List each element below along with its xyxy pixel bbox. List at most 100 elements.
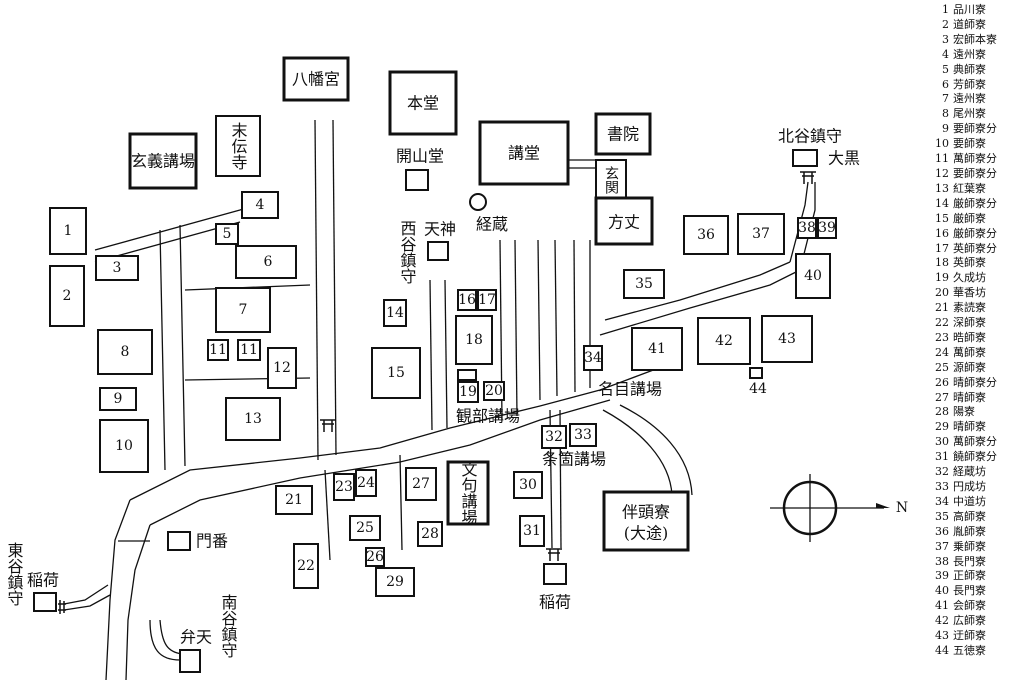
legend-name: 品川寮 <box>953 3 986 16</box>
building-25[interactable] <box>349 515 381 541</box>
building-36-label: 36 <box>697 227 715 243</box>
legend-name: 厳師寮分 <box>953 196 997 210</box>
compass: N <box>770 474 908 542</box>
legend-name: 五徳寮 <box>953 643 986 657</box>
building-17-label: 17 <box>478 292 496 308</box>
legend-name: 晴師寮分 <box>953 375 997 389</box>
hojo-building <box>594 196 654 246</box>
building-36[interactable] <box>683 215 729 255</box>
legend-number: 9 <box>942 122 949 136</box>
building-8[interactable] <box>97 329 153 375</box>
building-44[interactable] <box>749 367 763 379</box>
building-20-label: 20 <box>485 383 503 399</box>
legend-number: 16 <box>935 226 949 240</box>
building-42[interactable] <box>697 317 751 365</box>
building-41[interactable] <box>631 327 683 371</box>
legend-number: 25 <box>935 360 949 374</box>
building-17[interactable] <box>477 289 497 311</box>
legend-name: 円成坊 <box>953 480 986 493</box>
building-9[interactable] <box>99 387 137 411</box>
building-34[interactable] <box>583 345 603 371</box>
building-14[interactable] <box>383 299 407 327</box>
building-40[interactable] <box>795 253 831 299</box>
legend-name: 正師寮 <box>953 569 986 583</box>
legend-name: 素読寮 <box>953 301 986 315</box>
genkan-label: 玄関 <box>603 165 619 195</box>
building-13[interactable] <box>225 397 281 441</box>
building-33[interactable] <box>569 423 597 447</box>
building-24[interactable] <box>355 469 377 497</box>
building-5-label: 5 <box>223 226 232 242</box>
building-23[interactable] <box>333 473 355 501</box>
building-28[interactable] <box>417 521 443 547</box>
building-25-label: 25 <box>356 520 374 536</box>
building-6[interactable] <box>235 245 297 279</box>
building-21[interactable] <box>275 485 313 515</box>
building-29[interactable] <box>375 567 415 597</box>
joka-kojo-label: 条箇講場 <box>542 450 606 469</box>
building-11b[interactable] <box>237 339 261 361</box>
building-4[interactable] <box>241 191 279 219</box>
legend-number: 18 <box>935 256 949 270</box>
legend-number: 24 <box>935 345 949 359</box>
building-2[interactable] <box>49 265 85 327</box>
legend-name: 饒師寮分 <box>953 450 997 464</box>
legend-name: 胤師寮 <box>953 524 986 538</box>
building-12-label: 12 <box>273 360 291 376</box>
building-39[interactable] <box>817 217 837 239</box>
building-11a[interactable] <box>207 339 229 361</box>
building-31[interactable] <box>519 515 545 547</box>
building-32[interactable] <box>541 425 567 449</box>
building-26[interactable] <box>365 547 385 567</box>
legend-number: 19 <box>935 271 949 285</box>
building-35[interactable] <box>623 269 665 299</box>
building-37-label: 37 <box>752 226 770 242</box>
building-20[interactable] <box>483 381 505 401</box>
legend-name: 迂師寮 <box>953 629 986 643</box>
building-22-label: 22 <box>297 558 315 574</box>
building-5[interactable] <box>215 223 239 245</box>
building-7[interactable] <box>215 287 271 333</box>
building-42-label: 42 <box>715 333 733 349</box>
building-13-label: 13 <box>244 411 262 427</box>
building-35-label: 35 <box>635 276 653 292</box>
building-4-label: 4 <box>256 197 265 213</box>
building-18[interactable] <box>455 315 493 365</box>
building-19[interactable] <box>457 381 479 403</box>
building-3[interactable] <box>95 255 139 281</box>
building-1[interactable] <box>49 207 87 255</box>
building-43-label: 43 <box>778 331 796 347</box>
building-19-annex <box>457 369 477 381</box>
building-37[interactable] <box>737 213 785 255</box>
building-16[interactable] <box>457 289 477 311</box>
kaisando-label: 開山堂 <box>396 147 444 166</box>
building-43[interactable] <box>761 315 813 363</box>
legend-number: 20 <box>935 286 949 300</box>
building-22[interactable] <box>293 543 319 589</box>
tenjin-label: 天神 <box>424 220 456 239</box>
building-15[interactable] <box>371 347 421 399</box>
building-38[interactable] <box>797 217 817 239</box>
building-30[interactable] <box>513 471 543 499</box>
torii-icon-inari <box>546 548 562 561</box>
building-27[interactable] <box>405 467 437 501</box>
legend-number: 27 <box>935 390 949 404</box>
legend-number: 11 <box>935 152 949 166</box>
building-10[interactable] <box>99 419 149 473</box>
building-12[interactable] <box>267 347 297 389</box>
kanbu-kojo-label: 観部講場 <box>456 407 520 426</box>
